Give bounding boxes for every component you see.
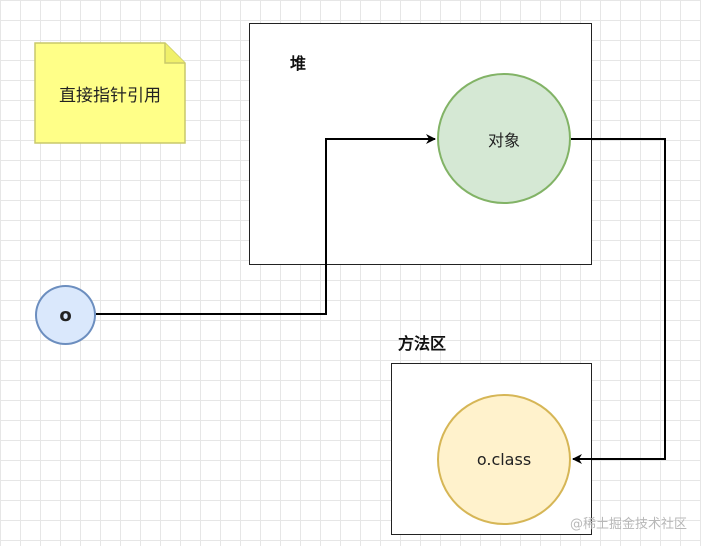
- reference-label: o: [59, 304, 72, 326]
- object-node: 对象: [437, 73, 571, 204]
- sticky-note: 直接指针引用: [34, 42, 186, 144]
- watermark: @稀土掘金技术社区: [569, 517, 687, 532]
- reference-node: o: [35, 285, 96, 345]
- object-label: 对象: [487, 130, 520, 150]
- object-to-class-arrow: [571, 138, 666, 464]
- note-text: 直接指针引用: [59, 85, 161, 106]
- pointer-to-object-arrow: [96, 134, 436, 315]
- class-node: o.class: [437, 394, 571, 525]
- heap-label: 堆: [290, 54, 307, 73]
- note-shape: [34, 42, 186, 144]
- method-area-label: 方法区: [398, 334, 447, 353]
- class-label: o.class: [476, 450, 532, 469]
